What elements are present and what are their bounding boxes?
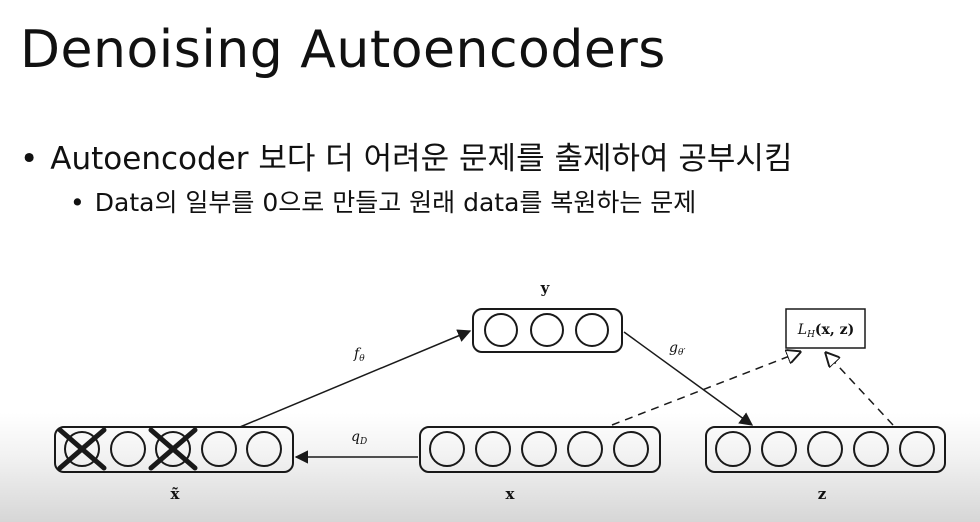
- edge-z-to-loss: [826, 353, 894, 426]
- node-x-label: x: [506, 485, 516, 503]
- edge-g-theta-prime: [623, 331, 754, 426]
- node-z-unit: [807, 431, 843, 467]
- node-x: x: [419, 426, 661, 503]
- edge-x-to-loss: [611, 352, 800, 426]
- bullet-2: • Data의 일부를 0으로 만들고 원래 data를 복원하는 문제: [70, 186, 696, 220]
- corruption-cross-icon: [57, 427, 107, 471]
- node-y-unit: [530, 313, 564, 347]
- node-x-tilde-unit: [110, 431, 146, 467]
- slide-title: Denoising Autoencoders: [20, 20, 666, 80]
- bullet-1: • Autoencoder 보다 더 어려운 문제를 출제하여 공부시킴: [20, 139, 792, 179]
- node-z-label: z: [818, 485, 827, 503]
- bullet-1-text: Autoencoder 보다 더 어려운 문제를 출제하여 공부시킴: [50, 141, 793, 177]
- edge-f-theta: [239, 329, 472, 428]
- bullet-2-text: Data의 일부를 0으로 만들고 원래 data를 복원하는 문제: [94, 188, 697, 217]
- node-x-unit: [567, 431, 603, 467]
- node-z: z: [705, 426, 946, 503]
- node-x-unit: [475, 431, 511, 467]
- node-y-unit: [484, 313, 518, 347]
- edge-label-g-theta-prime: gθ′: [669, 340, 685, 358]
- node-x-tilde: x̃: [54, 426, 294, 503]
- loss-box: [785, 308, 866, 349]
- node-x-unit: [429, 431, 465, 467]
- node-x-tilde-unit: [246, 431, 282, 467]
- node-x-unit: [613, 431, 649, 467]
- node-y-unit: [575, 313, 609, 347]
- node-x-unit: [521, 431, 557, 467]
- node-z-unit: [761, 431, 797, 467]
- node-z-unit: [853, 431, 889, 467]
- node-z-unit: [715, 431, 751, 467]
- node-y: y: [472, 279, 623, 353]
- loss-node: LH(x, z): [785, 308, 866, 349]
- edge-label-q-d: qD: [351, 429, 367, 447]
- node-x-tilde-label: x̃: [171, 485, 181, 503]
- node-z-unit: [899, 431, 935, 467]
- node-y-label: y: [540, 279, 551, 297]
- node-x-tilde-unit: [201, 431, 237, 467]
- loss-label: LH(x, z): [797, 322, 854, 340]
- bullet-2-marker: •: [70, 188, 85, 217]
- bullet-1-marker: •: [20, 141, 39, 177]
- corruption-cross-icon: [148, 427, 198, 471]
- edge-label-f-theta: fθ: [353, 346, 365, 364]
